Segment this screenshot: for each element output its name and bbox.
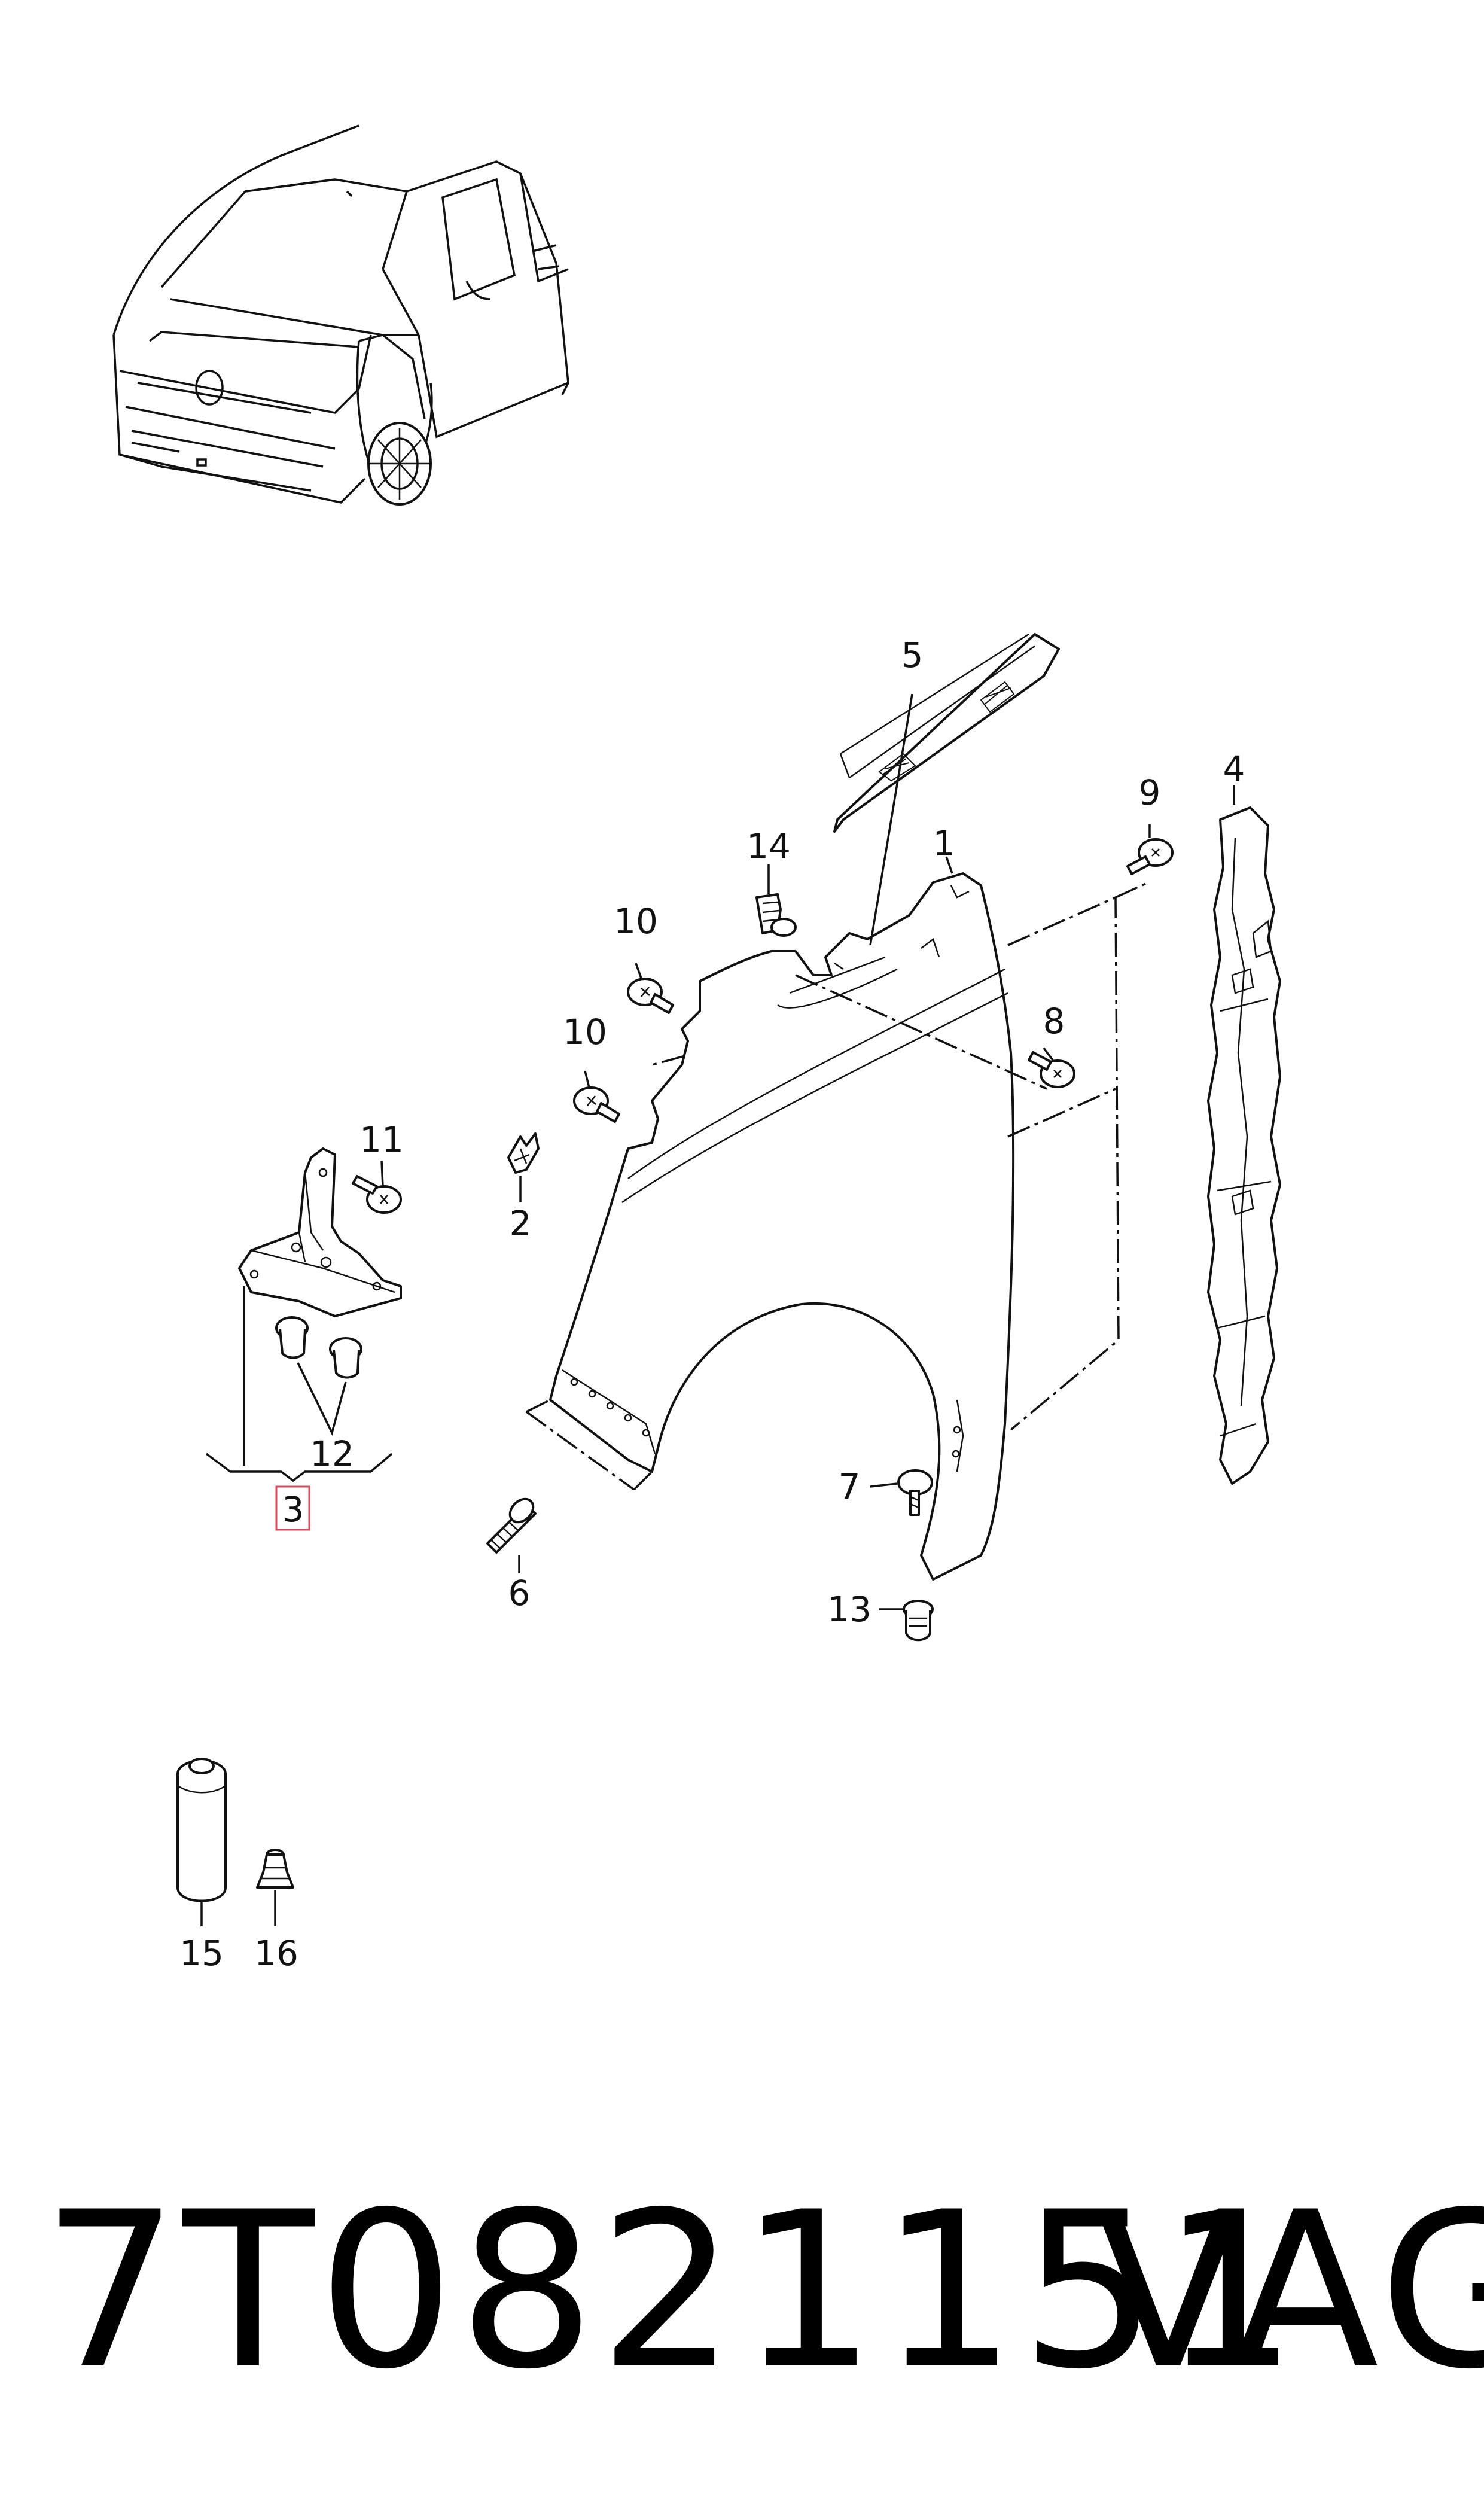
callout-8: 8 <box>1043 1001 1065 1042</box>
callout-10-upper: 10 <box>614 901 658 942</box>
callout-15: 15 <box>179 1933 224 1974</box>
fastener-6 <box>486 1497 537 1554</box>
fastener-13 <box>903 1600 934 1642</box>
fastener-9 <box>1126 838 1174 875</box>
fender-panel <box>549 872 1015 1581</box>
callout-3: 3 <box>282 1489 304 1530</box>
reference-lines <box>525 881 1149 1491</box>
callout-11: 11 <box>359 1119 404 1160</box>
fastener-10-lower <box>573 1086 620 1123</box>
sealant-canister <box>176 1758 227 1902</box>
callout-1: 1 <box>933 823 955 864</box>
callout-12: 12 <box>310 1433 354 1474</box>
fender-liner <box>1207 806 1281 1485</box>
fastener-14 <box>755 893 797 937</box>
fastener-12-left <box>275 1316 309 1359</box>
callout-labels: 1 2 3 4 5 6 7 8 9 10 10 11 12 13 14 15 1… <box>179 635 1245 1974</box>
callout-3-box <box>275 1485 310 1531</box>
callout-5: 5 <box>901 635 924 675</box>
fender-bracket <box>238 1147 402 1317</box>
trim-strip <box>833 633 1060 833</box>
callout-7: 7 <box>839 1466 861 1507</box>
callout-4: 4 <box>1223 748 1245 789</box>
callout-16: 16 <box>254 1933 298 1974</box>
fastener-7 <box>897 1469 933 1516</box>
leader-lines <box>200 693 1235 1926</box>
plug-16 <box>256 1849 294 1889</box>
callout-14: 14 <box>746 826 791 867</box>
fastener-2 <box>507 1132 540 1174</box>
callout-2: 2 <box>510 1203 532 1244</box>
part-number: 7T0821151 <box>42 2166 1302 2416</box>
callout-10-lower: 10 <box>563 1012 607 1052</box>
fastener-10-upper <box>627 978 674 1014</box>
brand-name: VAG <box>1095 2166 1484 2416</box>
fastener-12-right <box>329 1337 362 1379</box>
callout-6: 6 <box>508 1573 531 1613</box>
callout-9: 9 <box>1139 772 1161 813</box>
fastener-8 <box>1028 1051 1075 1088</box>
vehicle-overview <box>112 124 569 506</box>
callout-13: 13 <box>827 1589 871 1630</box>
fastener-11 <box>352 1175 402 1214</box>
